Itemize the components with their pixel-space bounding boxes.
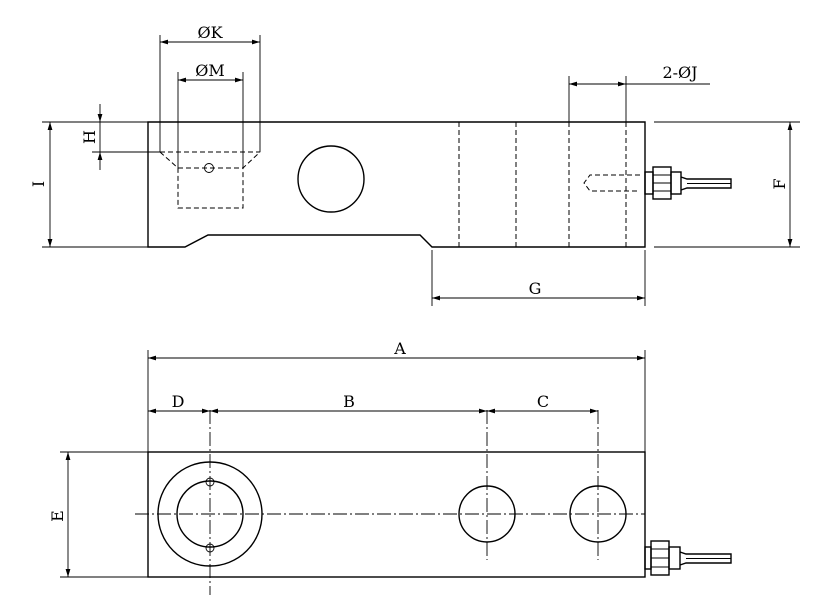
label-b: B [343,392,355,411]
top-view: A D B C E [48,339,732,595]
label-phi-k: ØK [197,23,223,42]
dim-d: D [148,392,210,414]
label-c: C [537,392,549,411]
side-view-hole [297,145,365,213]
label-two-phi-j: 2-ØJ [662,63,697,82]
label-f: F [770,178,789,189]
dim-a: A [147,339,646,452]
label-e: E [48,510,67,522]
label-a: A [393,339,406,358]
label-h: H [80,130,99,144]
dim-e: E [48,451,148,578]
label-d: D [172,392,185,411]
cable-bore-hidden [583,174,640,192]
dim-f: F [654,121,800,248]
label-phi-m: ØM [195,61,225,80]
cable-connector [644,166,732,200]
dim-g: G [431,250,646,306]
dim-b: B [210,392,487,414]
label-g: G [529,279,542,298]
dim-phi-k: ØK [159,23,261,152]
dim-i: I [29,121,148,248]
cable-connector-top [644,540,732,576]
side-view-body-outline [147,121,646,248]
countersink-hidden-lines [159,151,261,209]
dim-phi-m: ØM [177,61,244,168]
dim-c: C [487,392,598,414]
label-i: I [29,181,48,187]
top-view-body-outline [147,451,646,578]
side-view: ØK ØM 2-ØJ H [29,23,800,306]
dim-two-phi-j: 2-ØJ [568,63,710,122]
